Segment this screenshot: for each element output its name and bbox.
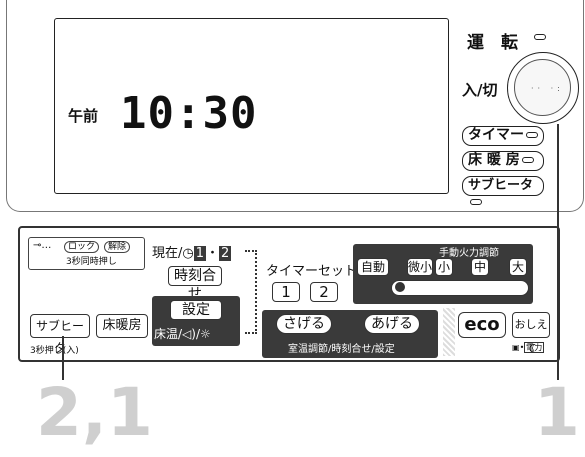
light-icon: ☼ [200, 327, 211, 341]
timer-num2: 2 [219, 246, 232, 261]
run-indicator-icon [534, 34, 546, 40]
temp-adjust-group: さげる あげる 室温調節/時刻合せ/設定 [262, 310, 438, 358]
timer-button-2[interactable]: 2 [310, 282, 338, 302]
callout-line-left [62, 336, 64, 380]
timer-indicator-label: タイマー [468, 127, 524, 143]
timer-indicator: タイマー [462, 126, 544, 146]
clock-time: 10:30 [120, 88, 258, 139]
heat-slider-knob-icon [395, 282, 405, 292]
floor-sound-label: 床温/◁)/☼ [154, 327, 211, 341]
timer-num1: 1 [193, 246, 207, 261]
timer-set-label: タイマーセット [266, 264, 358, 279]
micro-small-button[interactable]: 微小 [407, 258, 433, 276]
sub-heater-button[interactable]: サブヒータ [30, 314, 90, 355]
lock-hint: 3秒同時押し [66, 257, 117, 267]
floor-indicator-label: 床 暖 房 [468, 152, 520, 168]
callout-left: 2,1 [36, 374, 153, 451]
clock-set-button[interactable]: 時刻合せ [168, 266, 222, 302]
heat-slider[interactable] [391, 280, 529, 296]
heat-adjust-group: 手動火力調節 自動 微小 小 中 大 [353, 244, 533, 304]
small-button[interactable]: 小 [435, 258, 453, 276]
sub-heater-hint: 3秒押し(入) [30, 346, 79, 356]
clock-icon: ◷ [182, 246, 194, 261]
setting-group: 設定 床温/◁)/☼ [152, 296, 240, 346]
heat-adjust-label: 手動火力調節 [439, 248, 499, 259]
timer-dot: ・ [206, 246, 220, 261]
sub-heater-indicator: サブヒータ [462, 176, 544, 205]
power-small-label: 電力 [524, 342, 545, 353]
run-label: 運 転 [467, 33, 518, 53]
lock-key-a: ロック [64, 241, 100, 253]
setting-button[interactable]: 設定 [170, 300, 222, 320]
power-knob-icon: ·· ·: [514, 59, 571, 116]
speaker-icon: ◁) [182, 327, 196, 341]
down-button[interactable]: さげる [276, 314, 332, 334]
eco-pattern [443, 308, 455, 356]
up-button[interactable]: あげる [364, 314, 420, 334]
timer-led-icon [526, 132, 538, 138]
callout-line-right [557, 124, 559, 380]
now-timer-row: 現在/◷1・2 [152, 242, 244, 261]
floor-led-icon [521, 157, 534, 163]
key-icon: ⊸… [33, 240, 52, 251]
timer-button-1[interactable]: 1 [272, 282, 300, 302]
sub-heater-led-icon [470, 199, 482, 205]
medium-button[interactable]: 中 [471, 258, 489, 276]
ampm-label: 午前 [68, 107, 99, 125]
auto-button[interactable]: 自動 [357, 258, 389, 276]
connector-dotted [245, 250, 257, 334]
child-lock-box: ⊸… ロック 解除 3秒同時押し [28, 237, 145, 270]
oshiete-button[interactable]: おしえて [512, 312, 550, 355]
callout-right: 1 [534, 374, 580, 451]
floor-heating-indicator: 床 暖 房 [462, 151, 544, 171]
floor-heating-button[interactable]: 床暖房 [96, 314, 148, 338]
lcd-display: 午前 10:30 [54, 18, 449, 194]
sub-heater-indicator-label: サブヒータ [468, 178, 534, 193]
now-label: 現在/ [152, 246, 183, 261]
power-button[interactable]: ·· ·: [507, 52, 579, 124]
gas-icon: ▣ [512, 343, 520, 352]
temp-adjust-caption: 室温調節/時刻合せ/設定 [288, 344, 395, 355]
power-info: ▣•電力 [512, 342, 545, 353]
large-button[interactable]: 大 [509, 258, 527, 276]
power-label: 入/切 [462, 81, 498, 99]
floor-sound-text: 床温/ [154, 327, 183, 341]
eco-button[interactable]: eco [458, 312, 506, 338]
lock-key-b: 解除 [104, 241, 131, 253]
